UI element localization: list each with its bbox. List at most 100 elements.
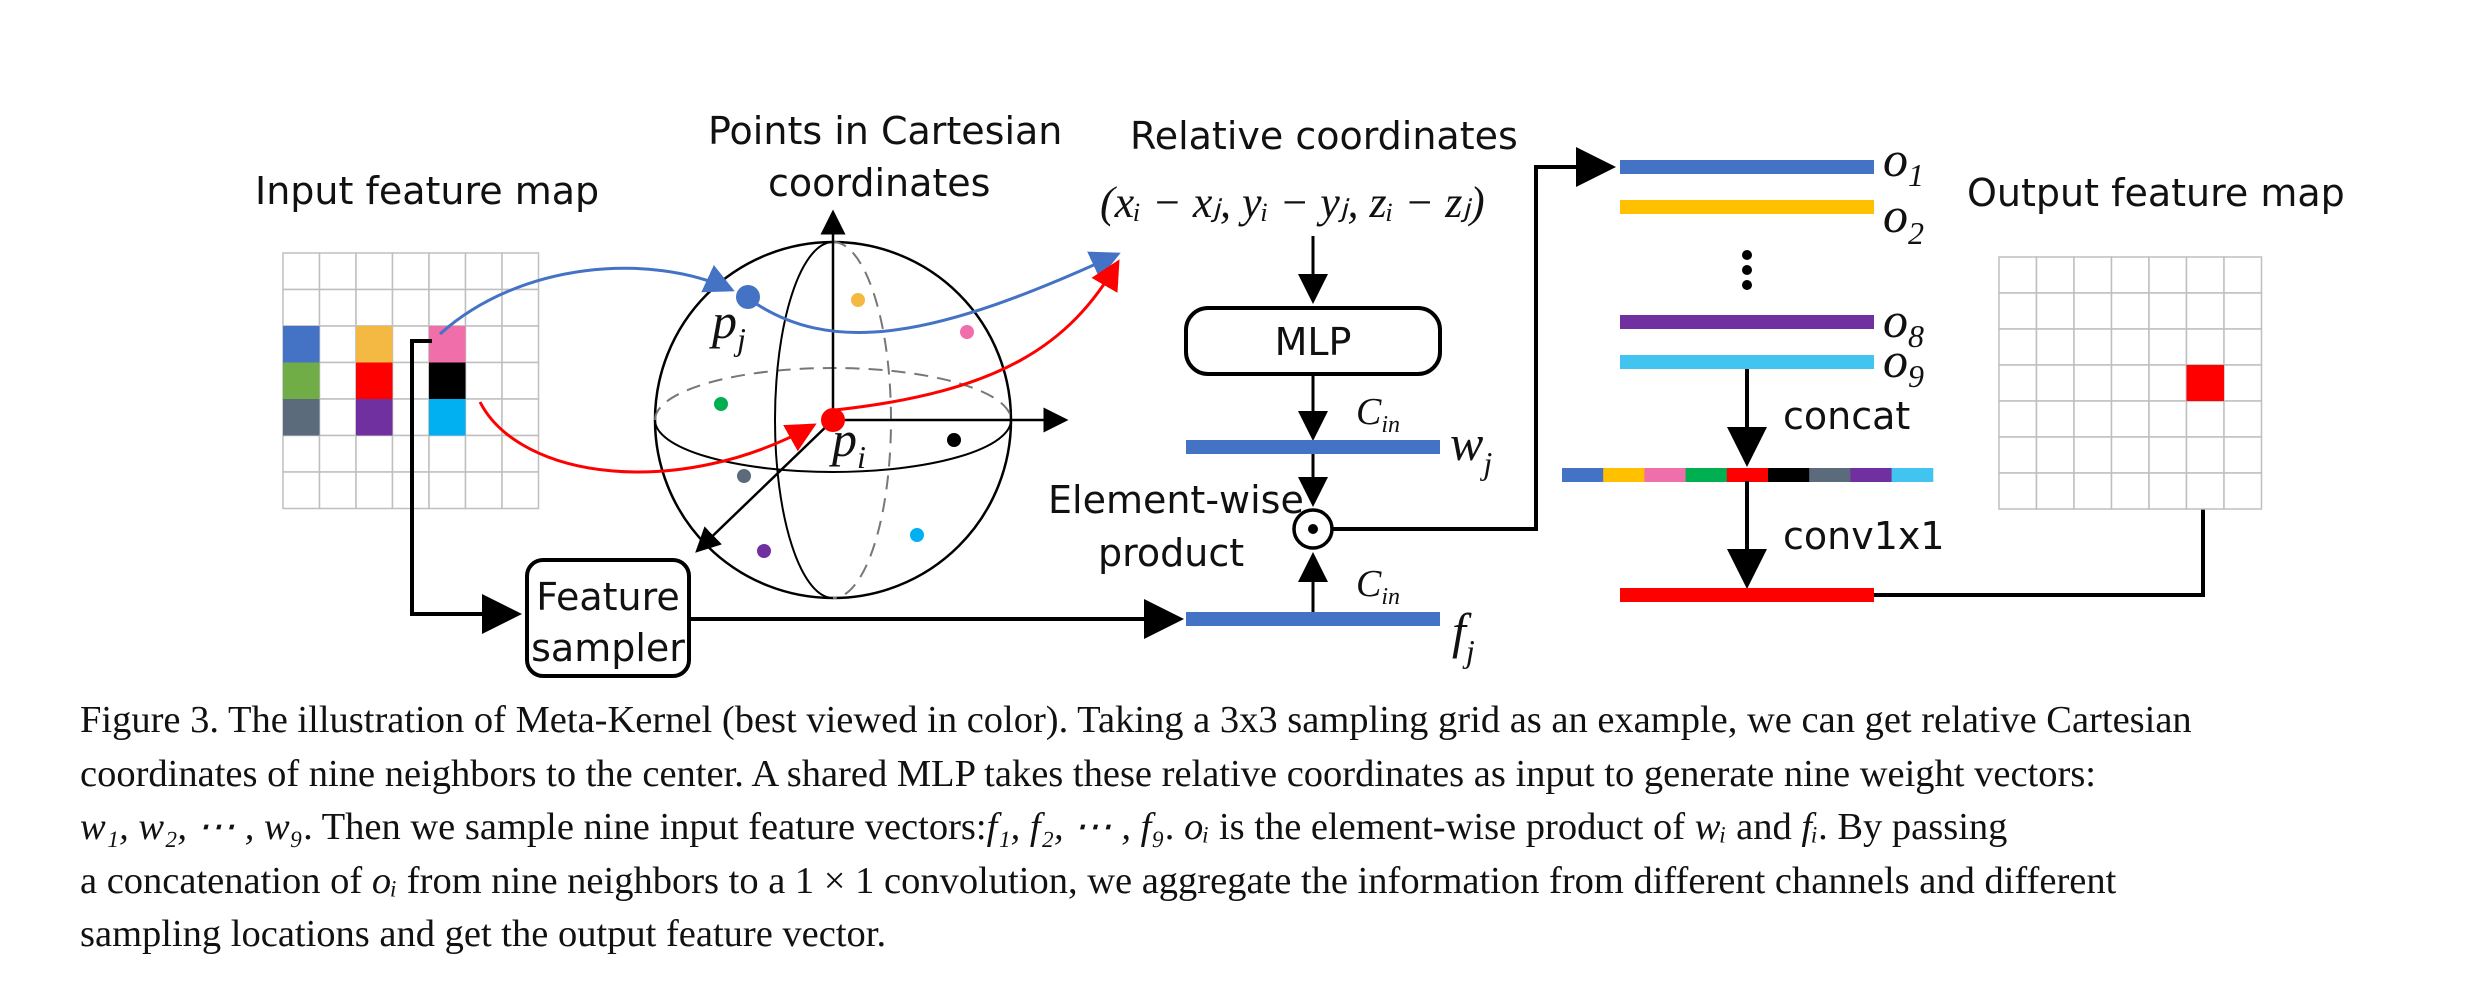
concat-segment: [1562, 468, 1604, 482]
caption-text: and: [1726, 806, 1802, 848]
concat-segment: [1850, 468, 1893, 482]
grid-cell: [2110, 256, 2150, 294]
point-gold: [851, 293, 865, 307]
grid-cell: [2185, 400, 2225, 438]
cartesian-sphere: [653, 209, 1069, 600]
grid-cell: [2035, 256, 2075, 294]
grid-cell: [2148, 328, 2188, 366]
point-purple: [757, 544, 771, 558]
grid-cell: [2073, 400, 2113, 438]
vertical-ellipsis-icon: [1742, 250, 1752, 290]
grid-cell: [464, 252, 503, 291]
point-pi: [821, 408, 845, 432]
o9-symbol: o9: [1883, 332, 1924, 394]
grid-cell: [2035, 328, 2075, 366]
feature-sampler-label-line2: sampler: [531, 626, 685, 670]
grid-cell: [2110, 328, 2150, 366]
grid-cell: [464, 434, 503, 473]
caption-line-4: a concatenation of oᵢ from nine neighbor…: [80, 855, 2475, 909]
point-pink: [960, 325, 974, 339]
grid-cell: [318, 471, 357, 510]
grid-cell: [2223, 328, 2263, 366]
blue-mapping-arrow: [438, 265, 735, 336]
grid-cell: [318, 361, 357, 400]
grid-cell: [2073, 256, 2113, 294]
neighbor-cell: [283, 362, 320, 399]
caption-text: .: [1164, 806, 1184, 848]
grid-cell: [2223, 364, 2263, 402]
grid-cell: [2223, 400, 2263, 438]
mlp-label: MLP: [1275, 320, 1352, 364]
neighbor-cell: [429, 362, 466, 399]
grid-cell: [2110, 364, 2150, 402]
pi-symbol: pi: [829, 411, 866, 475]
concat-segment: [1726, 468, 1769, 482]
grid-cell: [1998, 328, 2038, 366]
output-cell: [2186, 365, 2224, 401]
meta-kernel-diagram: Input feature map Points in Cartesian co…: [255, 109, 2345, 678]
caption-fi: fᵢ: [1801, 806, 1819, 848]
grid-to-sampler-arrow: [410, 339, 522, 634]
input-feature-map-label: Input feature map: [255, 169, 599, 213]
points-label-line1: Points in Cartesian: [708, 109, 1062, 153]
concatenated-vector: [1562, 468, 1934, 482]
caption-text: a concatenation of: [80, 859, 372, 902]
grid-cell: [318, 434, 357, 473]
neighbor-cell: [283, 399, 320, 436]
grid-cell: [2073, 292, 2113, 330]
grid-cell: [2073, 364, 2113, 402]
wj-symbol: wj: [1450, 415, 1492, 481]
grid-cell: [391, 288, 430, 327]
caption-1x1: 1 × 1: [794, 859, 875, 902]
concat-label: concat: [1783, 394, 1910, 438]
caption-wi: wᵢ: [1694, 806, 1727, 848]
grid-cell: [428, 252, 467, 291]
point-slate: [737, 469, 751, 483]
grid-cell: [464, 471, 503, 510]
concat-segment: [1768, 468, 1810, 482]
product-dot: [1308, 524, 1318, 534]
concat-segment: [1644, 468, 1687, 482]
grid-cell: [501, 252, 540, 291]
grid-cell: [391, 252, 430, 291]
relative-coordinates-label: Relative coordinates: [1130, 114, 1518, 158]
grid-cell: [2148, 400, 2188, 438]
grid-cell: [282, 434, 321, 473]
caption-line-5: sampling locations and get the output fe…: [80, 913, 887, 955]
caption-text: . By passing: [1818, 806, 2008, 848]
grid-cell: [355, 471, 394, 510]
weight-vector-wj: [1186, 440, 1440, 454]
caption-text: is the element-wise product of: [1209, 806, 1695, 848]
red-relative-arrow: [834, 259, 1120, 412]
grid-cell: [2185, 328, 2225, 366]
caption-oi-2: oᵢ: [371, 859, 398, 902]
grid-cell: [1998, 256, 2038, 294]
points-label-line2: coordinates: [768, 161, 990, 205]
grid-cell: [1998, 436, 2038, 474]
grid-cell: [2110, 472, 2150, 510]
fj-symbol: fj: [1452, 603, 1475, 669]
grid-cell: [318, 325, 357, 364]
grid-cell: [2185, 436, 2225, 474]
concat-segment: [1809, 468, 1851, 482]
input-feature-grid: [282, 252, 540, 510]
grid-cell: [2148, 472, 2188, 510]
product-to-outputs-arrow: [1332, 147, 1616, 531]
output-feature-grid: [1998, 256, 2263, 510]
o2-symbol: o2: [1883, 187, 1924, 251]
grid-cell: [2148, 436, 2188, 474]
grid-cell: [501, 361, 540, 400]
neighbor-cell: [429, 399, 466, 436]
grid-cell: [355, 434, 394, 473]
grid-cell: [2110, 400, 2150, 438]
caption-f-list: f₁, f₂, ⋯ , f₉: [986, 806, 1165, 848]
o1-symbol: o1: [1883, 131, 1924, 193]
grid-cell: [2073, 472, 2113, 510]
grid-cell: [282, 471, 321, 510]
grid-cell: [1998, 400, 2038, 438]
grid-cell: [2223, 292, 2263, 330]
output-vector-o9: [1620, 355, 1874, 369]
element-wise-label-line2: product: [1098, 531, 1244, 575]
grid-cell: [2185, 256, 2225, 294]
grid-cell: [2223, 256, 2263, 294]
